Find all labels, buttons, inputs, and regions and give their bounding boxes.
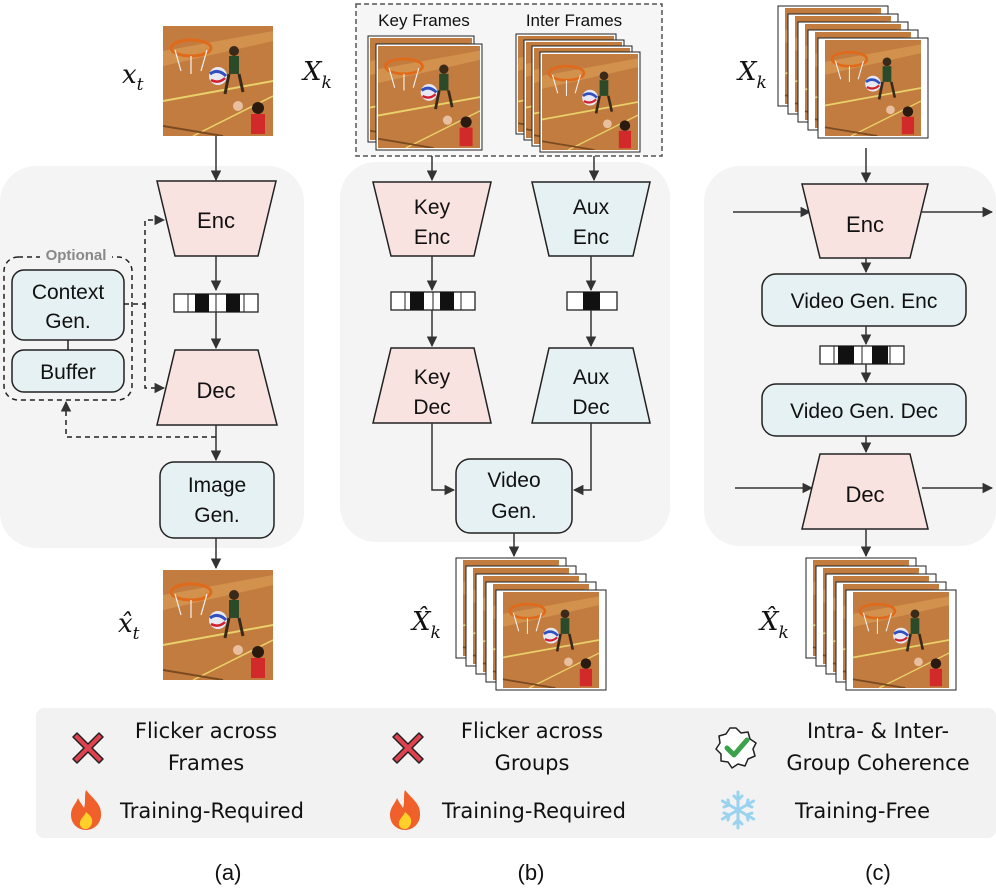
- key-frames-stack: [367, 35, 483, 151]
- video-gen-label-line2: Gen.: [491, 500, 537, 523]
- legend-c-status-line1: Intra- & Inter-: [807, 719, 949, 743]
- optional-group: Optional: [3, 247, 133, 401]
- video-gen-label-line1: Video: [487, 469, 540, 492]
- panel-b-input-label: Xk: [301, 57, 332, 93]
- video-gen-enc-block[interactable]: Video Gen. Enc: [761, 273, 967, 327]
- decoder-label: Dec: [196, 378, 235, 403]
- latent-code: [173, 293, 259, 313]
- latent-code-c: [819, 345, 905, 365]
- snowflake-icon: [720, 790, 756, 830]
- key-encoder-label-line1: Key: [414, 196, 451, 219]
- panel-b-output-label: X̂k: [410, 606, 441, 643]
- legend-background: [36, 708, 996, 838]
- legend-a-training-label: Training-Required: [119, 799, 304, 823]
- panel-c-input-label: Xk: [736, 57, 767, 93]
- encoder-label: Enc: [197, 208, 235, 233]
- key-latent-code: [390, 291, 476, 311]
- panel-c-caption: (c): [865, 860, 891, 885]
- optional-label: Optional: [46, 247, 107, 264]
- aux-decoder-label-line1: Aux: [573, 366, 610, 389]
- panel-c: Xk Enc Video Gen. Enc: [733, 5, 994, 691]
- encoder-label-c: Enc: [846, 212, 884, 237]
- image-gen-label-line1: Image: [188, 474, 246, 497]
- encoder-block-c[interactable]: Enc: [801, 183, 929, 259]
- video-gen-dec-label: Video Gen. Dec: [790, 400, 938, 423]
- panel-a: xt Enc Dec Image Gen. x̂t: [3, 26, 278, 680]
- legend-b-status-line2: Groups: [495, 751, 570, 775]
- red-cross-icon: [392, 732, 424, 764]
- panel-b-background: [340, 162, 670, 542]
- decoder-block[interactable]: Dec: [156, 349, 278, 426]
- aux-encoder-label-line2: Enc: [573, 226, 609, 249]
- key-frames-label: Key Frames: [378, 11, 470, 30]
- legend-a: Flicker across Frames Training-Required: [71, 719, 304, 830]
- fire-icon: [71, 790, 102, 830]
- inter-frames-label: Inter Frames: [526, 11, 622, 30]
- legend-b-training-label: Training-Required: [441, 799, 626, 823]
- key-encoder-block[interactable]: Key Enc: [372, 181, 492, 257]
- green-check-icon: [715, 727, 757, 769]
- aux-latent-code: [566, 291, 618, 311]
- legend-b: Flicker across Groups Training-Required: [390, 719, 626, 830]
- buffer-label: Buffer: [40, 361, 96, 384]
- encoder-block[interactable]: Enc: [156, 180, 277, 257]
- red-cross-icon: [72, 732, 104, 764]
- aux-encoder-label-line1: Aux: [573, 196, 610, 219]
- aux-decoder-label-line2: Dec: [572, 396, 609, 419]
- fire-icon: [390, 790, 421, 830]
- legend-c: Intra- & Inter- Group Coherence Training…: [715, 719, 970, 830]
- legend-c-training-label: Training-Free: [794, 799, 930, 823]
- panel-c-output-label: X̂k: [758, 606, 789, 643]
- video-gen-block[interactable]: Video Gen.: [455, 458, 573, 534]
- legend-a-status-line2: Frames: [168, 751, 244, 775]
- image-gen-block[interactable]: Image Gen.: [159, 461, 275, 539]
- panel-a-output-label: x̂t: [118, 609, 140, 644]
- output-frame-image: [163, 570, 273, 680]
- image-gen-label-line2: Gen.: [194, 504, 240, 527]
- panel-a-caption: (a): [215, 860, 242, 885]
- video-gen-dec-block[interactable]: Video Gen. Dec: [761, 383, 967, 437]
- key-decoder-block[interactable]: Key Dec: [372, 347, 492, 424]
- output-video-stack-c: [805, 557, 957, 691]
- context-gen-block[interactable]: Context Gen.: [11, 269, 125, 341]
- input-video-stack-c: [777, 5, 929, 139]
- decoder-block-c[interactable]: Dec: [801, 453, 929, 530]
- decoder-label-c: Dec: [845, 482, 884, 507]
- key-decoder-label-line2: Dec: [413, 396, 450, 419]
- panel-b: Xk Key Frames Inter Frames Key Enc: [301, 3, 663, 691]
- legend-b-status-line1: Flicker across: [461, 719, 603, 743]
- context-gen-label-line1: Context: [32, 281, 105, 304]
- output-video-stack-b: [455, 557, 607, 691]
- legend-c-status-line2: Group Coherence: [786, 751, 969, 775]
- buffer-block[interactable]: Buffer: [11, 349, 125, 393]
- aux-decoder-block[interactable]: Aux Dec: [531, 347, 651, 424]
- context-gen-label-line2: Gen.: [45, 310, 91, 333]
- panel-a-input-label: xt: [122, 60, 144, 95]
- inter-frames-stack: [515, 33, 641, 153]
- input-frame-image: [163, 26, 273, 136]
- key-encoder-label-line2: Enc: [414, 226, 450, 249]
- key-decoder-label-line1: Key: [414, 366, 451, 389]
- panel-b-caption: (b): [518, 860, 545, 885]
- video-gen-enc-label: Video Gen. Enc: [791, 290, 938, 313]
- aux-encoder-block[interactable]: Aux Enc: [531, 181, 651, 257]
- legend-a-status-line1: Flicker across: [135, 719, 277, 743]
